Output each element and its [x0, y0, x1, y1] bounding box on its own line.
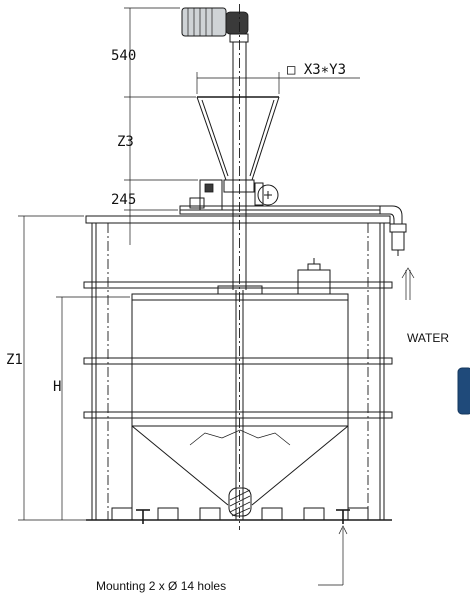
frame [83, 223, 393, 521]
side-tab [457, 367, 470, 415]
top-motor [181, 7, 249, 43]
dimension-z3-label: Z3 [117, 134, 134, 150]
tank [131, 258, 349, 520]
hopper [196, 96, 280, 193]
dimension-h-label: H [53, 379, 61, 395]
top-platform [85, 205, 407, 256]
dimension-z1-label: Z1 [6, 352, 23, 368]
dimension-lines [18, 7, 415, 586]
hopper-size-label: □ X3∗Y3 [287, 62, 346, 78]
side-equipment [189, 179, 279, 211]
dimension-540-label: 540 [111, 48, 136, 64]
auger-bottom [228, 487, 252, 517]
feet [111, 507, 369, 524]
mounting-holes-label: Mounting 2 x Ø 14 holes [96, 579, 226, 593]
water-label: WATER [407, 331, 449, 345]
shaft [232, 4, 247, 530]
dimension-245-label: 245 [111, 192, 136, 208]
